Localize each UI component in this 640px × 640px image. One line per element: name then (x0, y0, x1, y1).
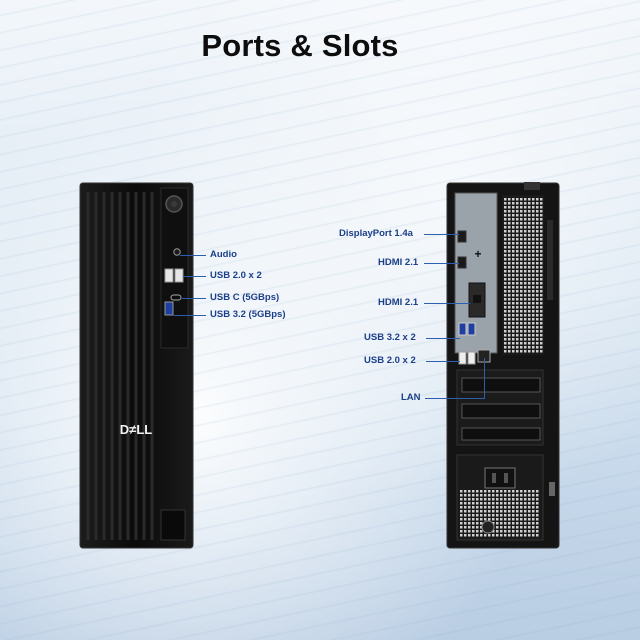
label-usb32-rear: USB 3.2 x 2 (364, 332, 416, 343)
callout-line-lan-vertical (484, 358, 485, 399)
label-usb20-front: USB 2.0 x 2 (210, 270, 262, 281)
label-lan: LAN (401, 392, 421, 403)
callout-line-hdmi-top (424, 263, 459, 264)
callout-line-usb32-rear (426, 338, 460, 339)
callout-line-usbc (182, 298, 206, 299)
label-usbc: USB C (5GBps) (210, 292, 280, 303)
label-hdmi-bottom: HDMI 2.1 (378, 297, 419, 308)
callout-line-usb20-rear (426, 361, 460, 362)
callout-line-lan (425, 398, 484, 399)
page-title: Ports & Slots (201, 28, 399, 63)
callout-line-displayport (424, 234, 459, 235)
callout-line-usb20-front (184, 276, 206, 277)
dell-logo: D≠LL (120, 422, 152, 437)
label-usb32-front: USB 3.2 (5GBps) (210, 309, 286, 320)
callout-line-hdmi-bottom (424, 303, 470, 304)
label-displayport: DisplayPort 1.4a (339, 228, 413, 239)
callout-line-usb32-front (174, 315, 206, 316)
label-audio: Audio (210, 249, 237, 260)
callout-line-audio (180, 255, 206, 256)
label-hdmi-top: HDMI 2.1 (378, 257, 419, 268)
label-usb20-rear: USB 2.0 x 2 (364, 355, 416, 366)
svg-text:+: + (474, 247, 481, 261)
